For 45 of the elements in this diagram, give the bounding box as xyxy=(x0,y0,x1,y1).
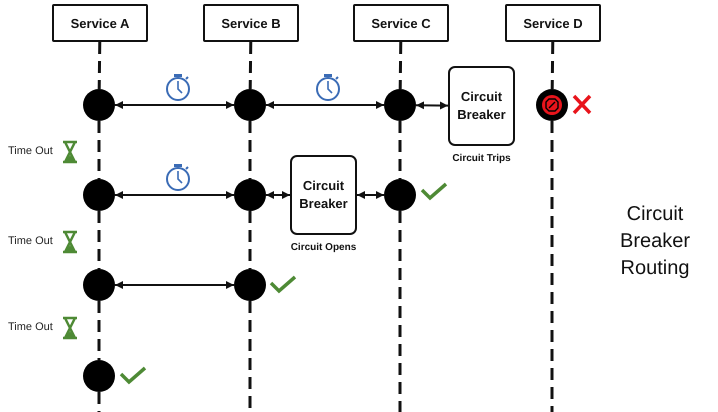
timeout-label: Time Out xyxy=(8,145,53,157)
lifeline xyxy=(98,211,100,269)
node-label: Circuit Trips xyxy=(452,153,511,164)
node-label: Circuit Opens xyxy=(290,242,356,253)
breaker-label: Circuit Breaker xyxy=(298,177,349,213)
circle-node xyxy=(384,89,416,121)
circle-node xyxy=(83,360,115,392)
timeout-label: Time Out xyxy=(8,235,53,247)
lifeline xyxy=(248,211,252,269)
lifeline xyxy=(98,121,100,179)
arrow xyxy=(266,101,384,109)
lifeline xyxy=(398,42,402,90)
arrow xyxy=(416,101,448,110)
arrow xyxy=(115,101,234,109)
lifeline xyxy=(248,42,252,90)
circuit-breaker-box xyxy=(290,155,357,235)
lifeline xyxy=(98,301,100,360)
service-box xyxy=(353,4,449,42)
circle-node xyxy=(234,89,266,121)
arrow xyxy=(357,191,384,199)
circle-node xyxy=(234,179,266,211)
service-box xyxy=(505,4,601,42)
lifeline xyxy=(398,121,402,179)
circuit-breaker-box xyxy=(448,66,515,146)
arrow xyxy=(266,191,290,199)
service-label: Service C xyxy=(371,16,431,30)
service-label: Service A xyxy=(70,16,130,30)
arrow xyxy=(115,281,234,289)
circle-node xyxy=(384,179,416,211)
circle-node xyxy=(83,89,115,121)
service-label: Service D xyxy=(523,16,583,30)
title: Circuit Breaker Routing xyxy=(618,202,692,281)
lifeline xyxy=(98,42,102,90)
circle-node xyxy=(234,269,266,301)
service-box xyxy=(203,4,299,42)
service-box xyxy=(52,4,148,42)
lifeline xyxy=(550,42,554,90)
timeout-label: Time Out xyxy=(8,321,53,333)
circle-node xyxy=(83,179,115,211)
lifeline xyxy=(248,121,252,179)
circle-node xyxy=(536,89,568,121)
service-label: Service B xyxy=(221,16,281,30)
circle-node xyxy=(83,269,115,301)
breaker-label: Circuit Breaker xyxy=(456,88,507,124)
arrow xyxy=(115,191,234,199)
